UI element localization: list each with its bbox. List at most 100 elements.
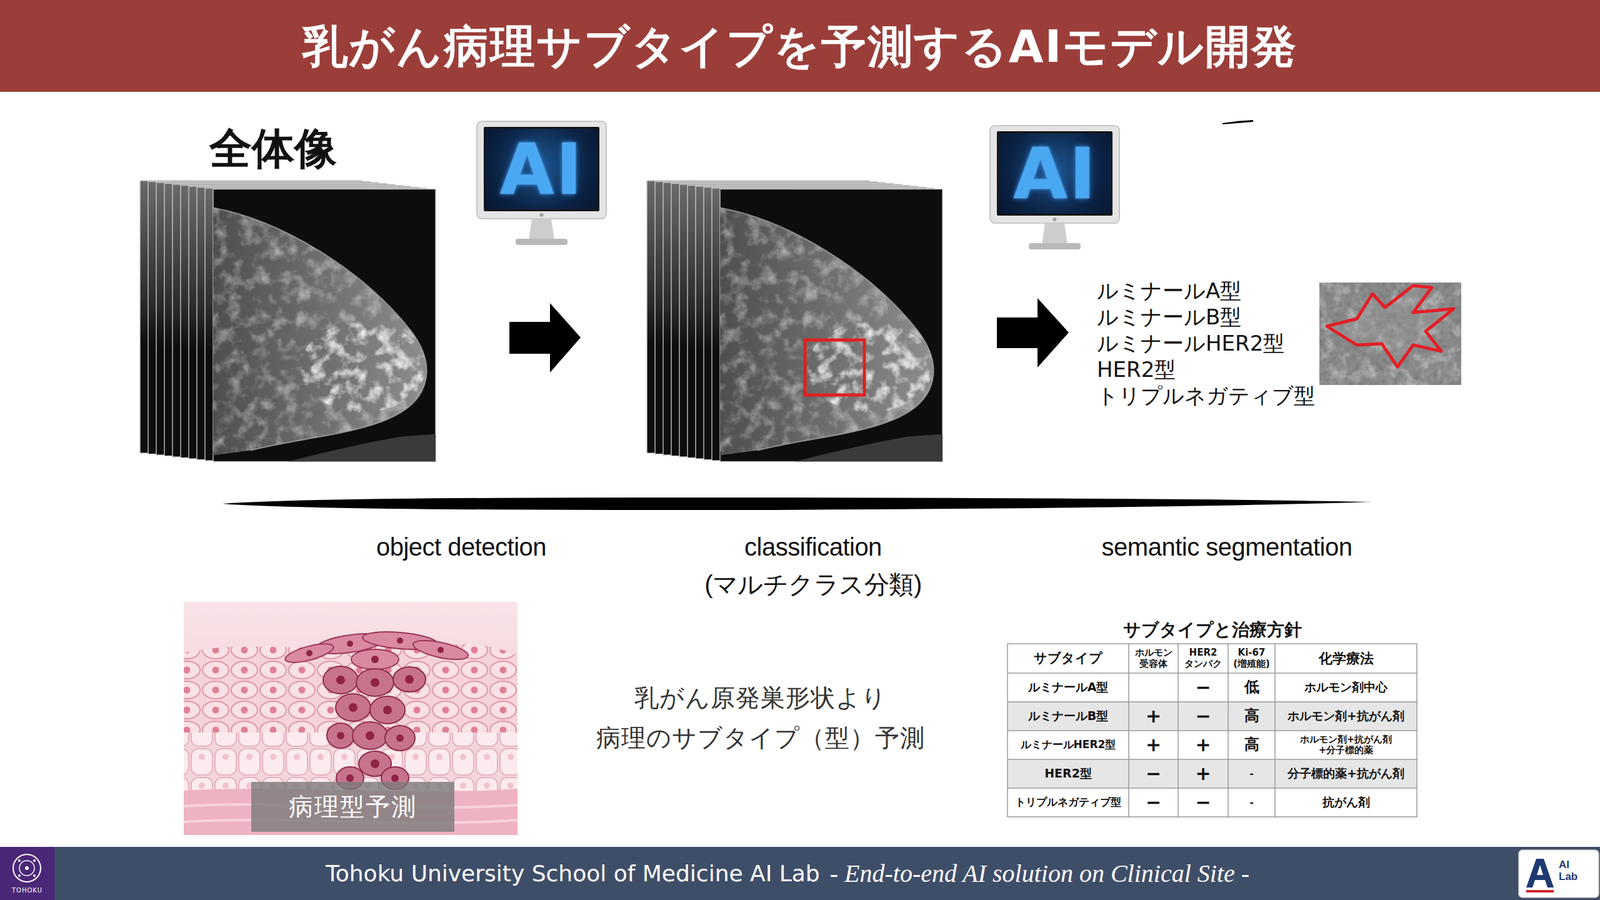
- subtype-table: サブタイプと治療方針サブタイプホルモン受容体HER2タンパクKi-67(増殖能)…: [1007, 618, 1417, 817]
- overview-image-panel: 全体像: [140, 125, 437, 463]
- table-cell-text: HER2型: [1044, 766, 1092, 781]
- table-cell: +: [1178, 730, 1229, 760]
- table-cell-text: 受容体: [1139, 658, 1168, 670]
- table-cell-text-slot: ホルモン剤中心: [1304, 680, 1388, 695]
- ai-lab-logo: [1518, 850, 1599, 898]
- subtype-name-slot: ルミナールHER2型: [1096, 330, 1335, 357]
- ai-monitor-screen: AI: [485, 128, 599, 210]
- table-cell-text-slot: +: [1195, 763, 1211, 785]
- stage-label-slot: classification (マルチクラス分類): [672, 528, 954, 604]
- subtype-table-grid-part-part: [1227, 643, 1229, 817]
- table-cell: サブタイプ: [1007, 643, 1129, 674]
- ai-screen-text: AI: [500, 134, 584, 205]
- table-cell-text: ホルモン: [1135, 647, 1173, 659]
- ai-lab-logo-part: [1518, 850, 1599, 898]
- tissue-illustration-part: [183, 601, 518, 835]
- subtype-table-grid-part: [1007, 759, 1417, 789]
- table-cell-text-slot: 化学療法: [1318, 650, 1374, 667]
- table-cell: 高: [1228, 730, 1275, 760]
- subtype-table-grid-part-part: [1007, 730, 1417, 732]
- table-cell-text-slot: 低: [1244, 678, 1260, 697]
- tissue-illustration-part-part: [385, 725, 415, 751]
- table-cell-text: サブタイプ: [1033, 650, 1103, 666]
- table-cell-text: +分子標的薬: [1318, 745, 1374, 756]
- subtype-name-slot: トリプルネガティブ型: [1096, 382, 1335, 409]
- slide-title: 乳がん病理サブタイプを予測するAIモデル開発: [302, 23, 1299, 69]
- table-cell: −: [1178, 701, 1229, 731]
- title-bar-slot: 乳がん病理サブタイプを予測するAIモデル開発: [0, 0, 1600, 92]
- table-cell: ホルモン受容体: [1128, 643, 1179, 674]
- table-cell-text-slot: −: [1195, 676, 1211, 699]
- segmentation-thumbnail-part: [1319, 282, 1462, 385]
- stage-label-slot: semantic segmentation: [1070, 530, 1384, 564]
- table-cell: 低: [1228, 673, 1275, 702]
- table-cell-text-slot: ルミナールB型: [1028, 709, 1109, 724]
- stage-label: semantic segmentation: [1070, 530, 1384, 564]
- logo-text-slot: TOHOKU: [1, 886, 54, 894]
- ai-monitor-screen: AI: [998, 133, 1112, 214]
- table-cell: −: [1178, 788, 1229, 817]
- table-cell-text-slot: −: [1145, 791, 1162, 814]
- subtype-name-slot: HER2型: [1096, 356, 1335, 383]
- table-cell-text-slot: -: [1249, 796, 1254, 809]
- table-cell: ホルモン剤中心: [1275, 673, 1417, 702]
- subtype-table-grid-part: [1007, 643, 1417, 817]
- table-cell-text-slot: 抗がん剤: [1322, 795, 1370, 810]
- table-cell-text-slot: HER2: [1189, 647, 1218, 659]
- tissue-illustration-part-part: [352, 721, 388, 750]
- tissue-illustration-part-part: [370, 678, 380, 687]
- subtype-table-grid-part-part: [1007, 643, 1417, 817]
- tissue-illustration-part: [323, 666, 426, 790]
- table-cell: ルミナールB型: [1007, 701, 1129, 731]
- table-cell-text: HER2: [1189, 647, 1218, 659]
- table-cell-text: トリプルネガティブ型: [1015, 796, 1122, 809]
- table-cell: +: [1178, 759, 1229, 789]
- table-cell-text: −: [1145, 791, 1162, 814]
- tissue-illustration-part-part: [323, 666, 359, 694]
- table-cell: 分子標的薬+抗がん剤: [1275, 759, 1417, 789]
- table-cell-text: −: [1195, 705, 1211, 728]
- table-cell-text-slot: +分子標的薬: [1318, 745, 1374, 756]
- table-cell-text: -: [1249, 796, 1254, 809]
- tissue-illustration-part-part: [405, 675, 414, 684]
- table-cell-text: ルミナールB型: [1028, 709, 1109, 724]
- panel-heading: 全体像: [209, 127, 437, 170]
- table-cell-text: 化学療法: [1318, 650, 1374, 667]
- tissue-illustration-part-part: [306, 650, 313, 657]
- table-cell-text: 高: [1244, 736, 1260, 754]
- subtype-table-grid-part: [1007, 643, 1417, 817]
- footer-bar: [0, 846, 1600, 900]
- subtype-table-grid-part-part: [1274, 643, 1276, 817]
- tissue-illustration-part-part: [346, 774, 354, 782]
- subtype-table-grid-part-part: [1007, 701, 1417, 703]
- segmentation-thumbnail-part: [1319, 282, 1462, 385]
- detection-box: [805, 340, 865, 395]
- table-cell-text-slot: (増殖能): [1233, 658, 1270, 670]
- table-cell: −: [1178, 673, 1229, 702]
- table-cell-text: 分子標的薬+抗がん剤: [1287, 766, 1405, 781]
- table-cell-text-slot: トリプルネガティブ型: [1015, 796, 1122, 809]
- tissue-illustration-part-part: [348, 703, 358, 712]
- tissue-illustration-part-part: [393, 666, 426, 692]
- segmentation-thumbnail: [1319, 282, 1462, 385]
- subtype-name-slot: ルミナールB型: [1096, 303, 1335, 330]
- ai-lab-logo-part: [1526, 890, 1554, 893]
- university-logo: [0, 846, 55, 900]
- table-cell-text: +: [1145, 705, 1162, 728]
- subtype-table-grid-part-part: [1007, 787, 1417, 789]
- university-logo-part: [25, 866, 29, 870]
- table-cell: −: [1128, 788, 1179, 817]
- tissue-illustration-part-part: [411, 636, 470, 664]
- table-cell-text-slot: +: [1145, 734, 1162, 757]
- ink-mark: [1222, 120, 1254, 125]
- table-cell-text-slot: 受容体: [1139, 658, 1168, 670]
- table-cell: +: [1128, 701, 1179, 731]
- subtype-table-grid-part-part: [1007, 672, 1417, 674]
- table-cell-text: +: [1195, 763, 1211, 785]
- table-cell-text: 抗がん剤: [1322, 795, 1370, 810]
- table-cell-text-slot: Ki-67: [1238, 647, 1266, 659]
- university-logo-part: [18, 859, 21, 862]
- subtype-name: トリプルネガティブ型: [1096, 382, 1335, 409]
- table-cell-text-slot: 分子標的薬+抗がん剤: [1287, 766, 1405, 781]
- university-logo-part: [19, 860, 35, 876]
